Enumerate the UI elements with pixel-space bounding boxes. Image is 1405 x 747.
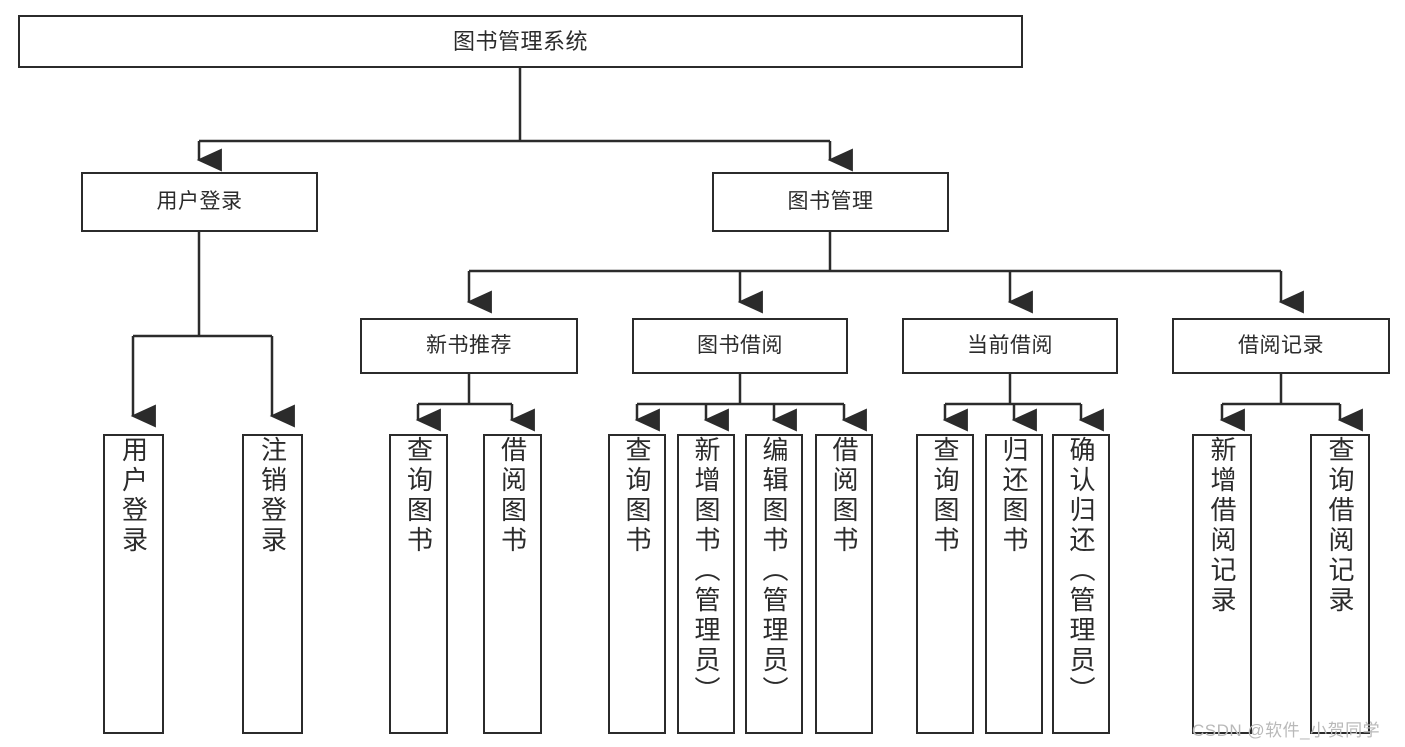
node-leaf-edit-book-label: 编辑图书（管理员） (759, 436, 789, 706)
node-leaf-query-book-3-label: 查询图书 (930, 436, 960, 556)
node-leaf-add-book-label: 新增图书（管理员） (691, 436, 721, 706)
node-root-label: 图书管理系统 (452, 28, 588, 54)
node-leaf-confirm-return[interactable]: 确认归还（管理员） (1052, 434, 1110, 734)
node-leaf-query-book-2-label: 查询图书 (622, 436, 652, 556)
node-leaf-user-login[interactable]: 用户登录 (103, 434, 164, 734)
node-leaf-query-book-2[interactable]: 查询图书 (608, 434, 666, 734)
node-current-borrow[interactable]: 当前借阅 (902, 318, 1118, 374)
node-user-login-label: 用户登录 (156, 189, 243, 213)
node-leaf-add-record[interactable]: 新增借阅记录 (1192, 434, 1252, 734)
node-leaf-borrow-book-1[interactable]: 借阅图书 (483, 434, 542, 734)
node-leaf-query-book-3[interactable]: 查询图书 (916, 434, 974, 734)
node-current-borrow-label: 当前借阅 (967, 333, 1053, 357)
node-leaf-query-record[interactable]: 查询借阅记录 (1310, 434, 1370, 734)
node-root[interactable]: 图书管理系统 (18, 15, 1023, 68)
node-leaf-query-record-label: 查询借阅记录 (1325, 436, 1355, 616)
node-leaf-query-book-1-label: 查询图书 (403, 436, 434, 556)
node-user-login[interactable]: 用户登录 (81, 172, 318, 232)
node-leaf-add-record-label: 新增借阅记录 (1207, 436, 1237, 616)
node-leaf-return-book[interactable]: 归还图书 (985, 434, 1043, 734)
node-book-manage[interactable]: 图书管理 (712, 172, 949, 232)
node-leaf-borrow-book-1-label: 借阅图书 (497, 436, 528, 556)
node-leaf-logout[interactable]: 注销登录 (242, 434, 303, 734)
node-new-book-recommend-label: 新书推荐 (426, 333, 512, 357)
node-leaf-confirm-return-label: 确认归还（管理员） (1066, 436, 1096, 706)
node-leaf-logout-label: 注销登录 (257, 436, 288, 556)
node-leaf-borrow-book-2-label: 借阅图书 (829, 436, 859, 556)
node-leaf-add-book[interactable]: 新增图书（管理员） (677, 434, 735, 734)
node-leaf-query-book-1[interactable]: 查询图书 (389, 434, 448, 734)
node-borrow-record[interactable]: 借阅记录 (1172, 318, 1390, 374)
node-book-borrow[interactable]: 图书借阅 (632, 318, 848, 374)
node-book-borrow-label: 图书借阅 (697, 333, 783, 357)
node-leaf-return-book-label: 归还图书 (999, 436, 1029, 556)
node-leaf-borrow-book-2[interactable]: 借阅图书 (815, 434, 873, 734)
csdn-watermark: CSDN @软件_小贺同学 (1192, 721, 1381, 740)
node-new-book-recommend[interactable]: 新书推荐 (360, 318, 578, 374)
node-book-manage-label: 图书管理 (787, 189, 874, 213)
node-borrow-record-label: 借阅记录 (1238, 333, 1324, 357)
node-leaf-user-login-label: 用户登录 (118, 436, 149, 556)
node-leaf-edit-book[interactable]: 编辑图书（管理员） (745, 434, 803, 734)
